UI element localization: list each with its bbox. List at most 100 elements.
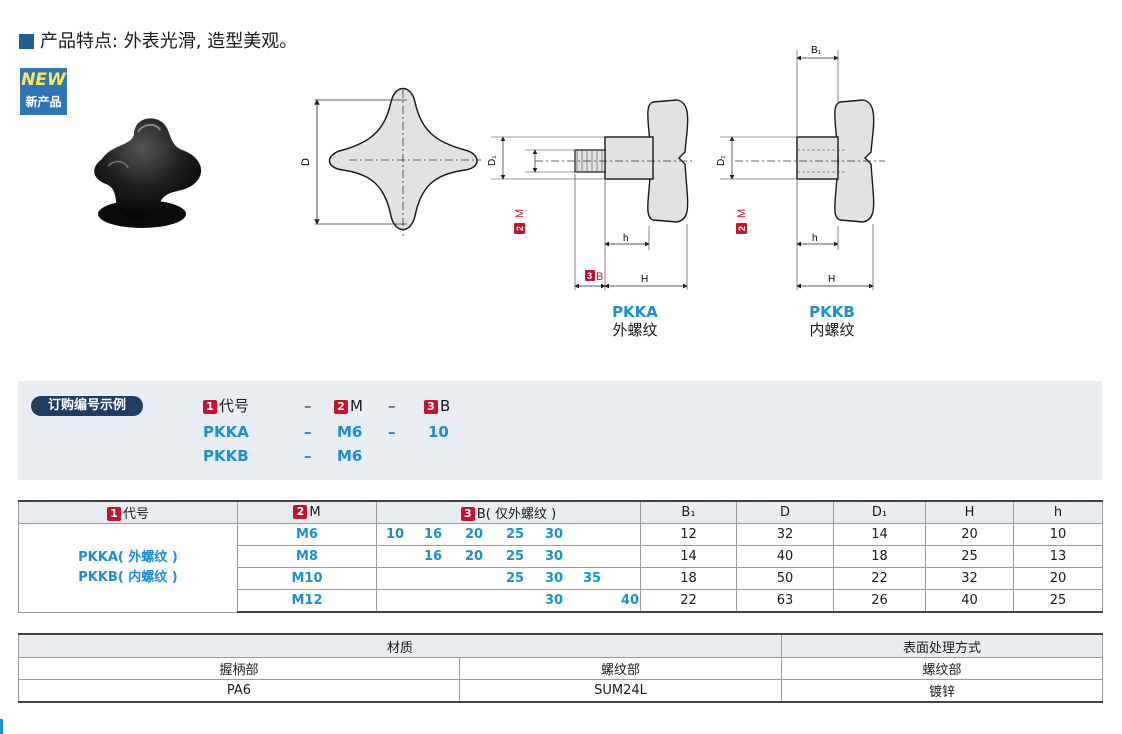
title-marker: [19, 34, 34, 49]
spec-code-cell: PKKA( 外螺纹 ) PKKB( 内螺纹 ): [18, 523, 238, 613]
front-d-label: D: [300, 158, 312, 166]
spec-m: M12: [237, 589, 377, 613]
spec-header-code-text: 代号: [122, 507, 149, 522]
spec-num-1: 1: [106, 507, 121, 521]
pkka-m-number-box: [514, 223, 525, 234]
pkka-m-number: 2: [515, 226, 525, 231]
pkkb-b1-label: B₁: [811, 45, 822, 56]
spec-h-big: 20: [925, 523, 1014, 546]
spec-h-small: 10: [1013, 523, 1103, 546]
spec-b-cell: 30 40: [376, 589, 641, 613]
order-row-1-dash-2: –: [388, 423, 396, 441]
spec-h-big: 40: [925, 589, 1014, 613]
surface-header: 表面处理方式: [781, 633, 1104, 658]
table-row: M8 16 20 25 30 14 40 18 25 13: [19, 545, 1103, 568]
pkka-side-view: [491, 99, 695, 290]
spec-header-h-big: H: [925, 500, 1014, 524]
pkkb-d1-label: D₁: [716, 155, 727, 166]
material-grip-value: PA6: [18, 679, 460, 703]
pkkb-caption-thread: 内螺纹: [809, 321, 855, 339]
spec-h-small: 25: [1013, 589, 1103, 613]
spec-b1: 12: [640, 523, 737, 546]
order-head-b-text: B: [440, 397, 451, 415]
spec-b-value: 20: [464, 527, 484, 542]
order-num-2: 2: [334, 400, 348, 414]
order-row-2-dash-1: –: [304, 447, 312, 465]
pkkb-caption-code: PKKB: [809, 303, 855, 321]
pkka-caption-code: PKKA: [612, 303, 658, 321]
material-grip-label: 握柄部: [18, 657, 460, 680]
spec-m: M6: [237, 523, 377, 546]
spec-b-value: 35: [582, 571, 602, 586]
pkka-h-big: H: [641, 274, 648, 285]
spec-header-b-text: B( 仅外螺纹 ): [476, 507, 557, 522]
spec-b1: 22: [640, 589, 737, 613]
material-thread-value: SUM24L: [458, 679, 783, 703]
pkka-m-label: M: [514, 209, 526, 218]
order-row-1-b: 10: [428, 423, 449, 441]
spec-d: 32: [736, 523, 834, 546]
material-header: 材质: [17, 633, 783, 658]
order-row-2-code: PKKB: [203, 447, 249, 465]
spec-b-cell: 10 16 20 25 30: [376, 523, 641, 546]
pkka-h-small: h: [623, 233, 629, 244]
order-head-code-text: 代号: [219, 397, 250, 415]
spec-header-m-text: M: [309, 505, 321, 520]
order-example-label: 订购编号示例: [31, 396, 143, 416]
order-example-panel: [18, 381, 1102, 480]
spec-header-d: D: [736, 500, 834, 524]
order-head-dash-2: –: [388, 397, 396, 415]
spec-h-small: 20: [1013, 567, 1103, 590]
material-value-row: PA6 SUM24L 镀锌: [18, 679, 1104, 703]
spec-code-pkka: PKKA( 外螺纹 ): [78, 549, 178, 565]
spec-header-b1: B₁: [640, 500, 737, 524]
spec-header-h-small: h: [1013, 500, 1103, 524]
spec-d1: 22: [833, 567, 926, 590]
spec-h-big: 25: [925, 545, 1014, 568]
spec-b-value: 30: [544, 593, 564, 608]
spec-d: 40: [736, 545, 834, 568]
spec-num-3: 3: [460, 507, 475, 521]
table-row: M12 30 40 22 63 26 40 25: [19, 589, 1103, 613]
spec-d1: 26: [833, 589, 926, 613]
pkkb-h-big: H: [828, 274, 835, 285]
order-num-1: 1: [203, 400, 217, 414]
pkka-caption-thread: 外螺纹: [612, 321, 658, 339]
pkka-b-label: B: [596, 271, 603, 283]
order-row-1-m: M6: [337, 423, 363, 441]
new-badge-sublabel: 新产品: [25, 95, 62, 109]
table-row: PKKA( 外螺纹 ) PKKB( 内螺纹 ) M6 10 16 20 25 3…: [18, 523, 1103, 613]
page-title: 产品特点: 外表光滑, 造型美观。: [40, 31, 298, 52]
spec-b-value: 16: [423, 549, 443, 564]
spec-b1: 14: [640, 545, 737, 568]
spec-num-2: 2: [293, 505, 308, 519]
front-view: [314, 87, 481, 236]
order-row-1-dash-1: –: [304, 423, 312, 441]
spec-m: M10: [237, 567, 377, 590]
spec-b-value: 16: [423, 527, 443, 542]
material-subheader-row: 握柄部 螺纹部 螺纹部: [18, 657, 1104, 680]
spec-d1: 18: [833, 545, 926, 568]
material-table: 材质 表面处理方式 握柄部 螺纹部 螺纹部 PA6 SUM24L 镀锌: [17, 633, 1104, 703]
spec-b-value: 30: [544, 571, 564, 586]
technical-drawing: D D₁ 2 M h H 3 B: [300, 45, 885, 290]
spec-d1: 14: [833, 523, 926, 546]
pkkb-m-number: 2: [737, 226, 747, 231]
spec-m: M8: [237, 545, 377, 568]
spec-b-value: 30: [544, 549, 564, 564]
spec-d: 50: [736, 567, 834, 590]
spec-b-value: 25: [505, 549, 525, 564]
page-edge-marker: [0, 719, 3, 734]
pkka-b-number: 3: [587, 271, 592, 281]
new-badge: [20, 68, 67, 115]
pkkb-m-number-box: [736, 223, 747, 234]
pkkb-side-view: [720, 50, 885, 290]
spec-header-d1: D₁: [833, 500, 926, 524]
pkkb-h-small: h: [812, 233, 818, 244]
